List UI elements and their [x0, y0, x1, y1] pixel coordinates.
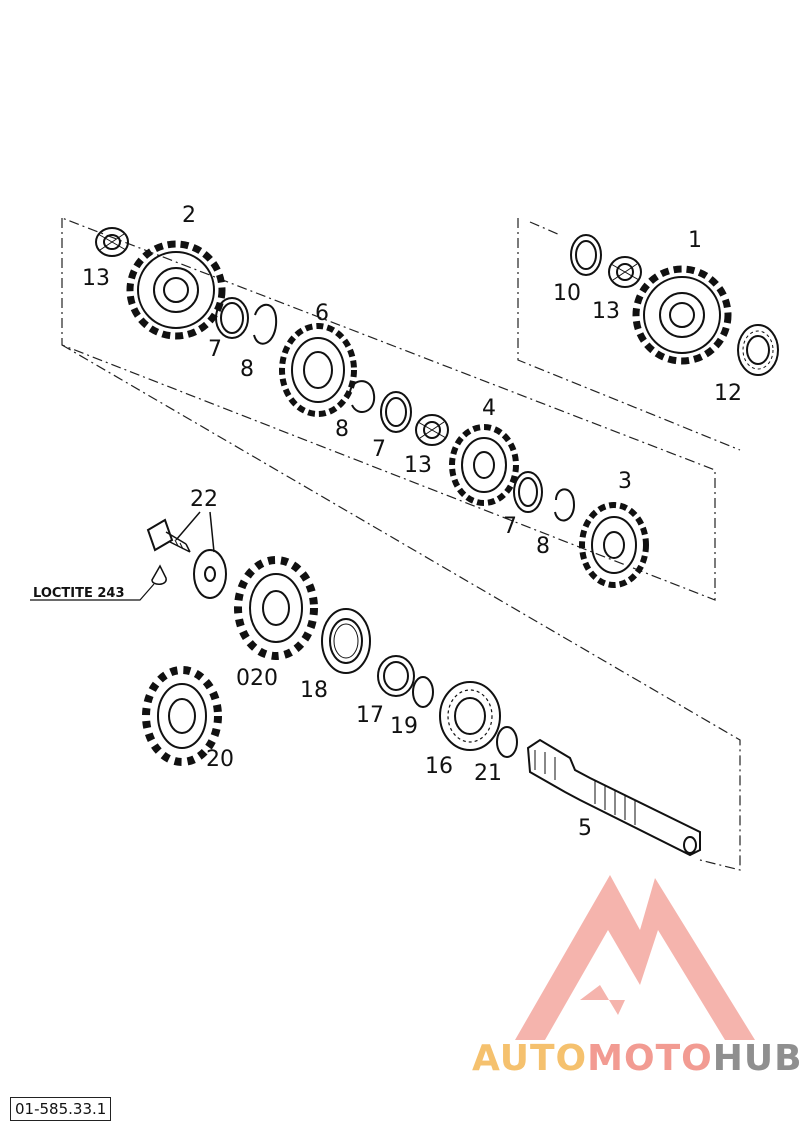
callout-4: 4 [482, 396, 496, 421]
needle-bearing-13-middle [415, 414, 449, 446]
callout-8-middle: 8 [335, 417, 349, 442]
bolt-22 [146, 518, 191, 553]
callout-12: 12 [714, 381, 742, 406]
watermark-text: AUTOMOTOHUB [472, 1038, 800, 1079]
washer-7-middle [380, 391, 412, 433]
sprocket-020 [234, 556, 318, 660]
callout-20: 20 [206, 747, 234, 772]
callout-8-left: 8 [240, 357, 254, 382]
callout-21: 21 [474, 761, 502, 786]
gear-4 [449, 424, 519, 506]
callout-labels: 13 2 7 8 6 8 7 13 4 7 8 3 10 13 1 12 22 … [33, 203, 742, 841]
callout-17: 17 [356, 703, 384, 728]
loctite-leader-line [30, 583, 155, 601]
callout-8-right: 8 [536, 534, 550, 559]
callout-6: 5 [578, 816, 592, 841]
washer-10 [570, 234, 602, 276]
circlip-8-left [253, 303, 278, 345]
watermark-logo-icon [515, 875, 755, 1040]
callout-7-right: 7 [503, 514, 517, 539]
sprocket-20 [142, 666, 222, 766]
callout-1: 1 [688, 228, 702, 253]
callout-13-middle: 13 [404, 453, 432, 478]
washer-7-left [215, 297, 249, 339]
circlip-8-right [554, 488, 576, 522]
callout-16: 16 [425, 754, 453, 779]
callout-19: 19 [390, 714, 418, 739]
callout-5: 6 [315, 301, 329, 326]
watermark-hub: HUB [712, 1038, 800, 1079]
gear-3 [579, 502, 649, 588]
needle-bearing-13-top-right [608, 256, 642, 288]
bushing-17 [377, 655, 415, 697]
callout-13-top-left: 13 [82, 266, 110, 291]
callout-10: 10 [553, 281, 581, 306]
o-ring-21 [496, 726, 518, 758]
shaft-seal-18 [321, 608, 371, 674]
loctite-drop-icon [151, 564, 167, 585]
main-shaft-6 [526, 738, 701, 857]
loctite-note: LOCTITE 243 [33, 586, 125, 601]
callout-7-left: 7 [208, 337, 222, 362]
ball-bearing-16 [439, 681, 501, 751]
circlip-8-middle [349, 380, 376, 414]
watermark-moto: MOTO [587, 1038, 713, 1079]
gear-5 [279, 323, 357, 417]
callout-2: 2 [182, 203, 196, 228]
gear-2 [126, 240, 226, 340]
dashed-frames [61, 217, 741, 871]
callout-18: 18 [300, 678, 328, 703]
callout-3: 3 [618, 469, 632, 494]
ball-bearing-12 [737, 324, 779, 376]
washer-22 [193, 549, 227, 599]
gear-1 [632, 265, 732, 365]
needle-bearing-13-top-left [95, 227, 129, 257]
callout-13-top-right: 13 [592, 299, 620, 324]
reference-number: 01-585.33.1 [10, 1097, 112, 1121]
callout-7-middle: 7 [372, 437, 386, 462]
leader-lines-22 [175, 511, 215, 553]
watermark-auto: AUTO [472, 1038, 588, 1079]
callout-22: 22 [190, 487, 218, 512]
callout-020: 020 [236, 666, 278, 691]
o-ring-19 [412, 676, 434, 708]
washer-7-right [513, 471, 543, 513]
